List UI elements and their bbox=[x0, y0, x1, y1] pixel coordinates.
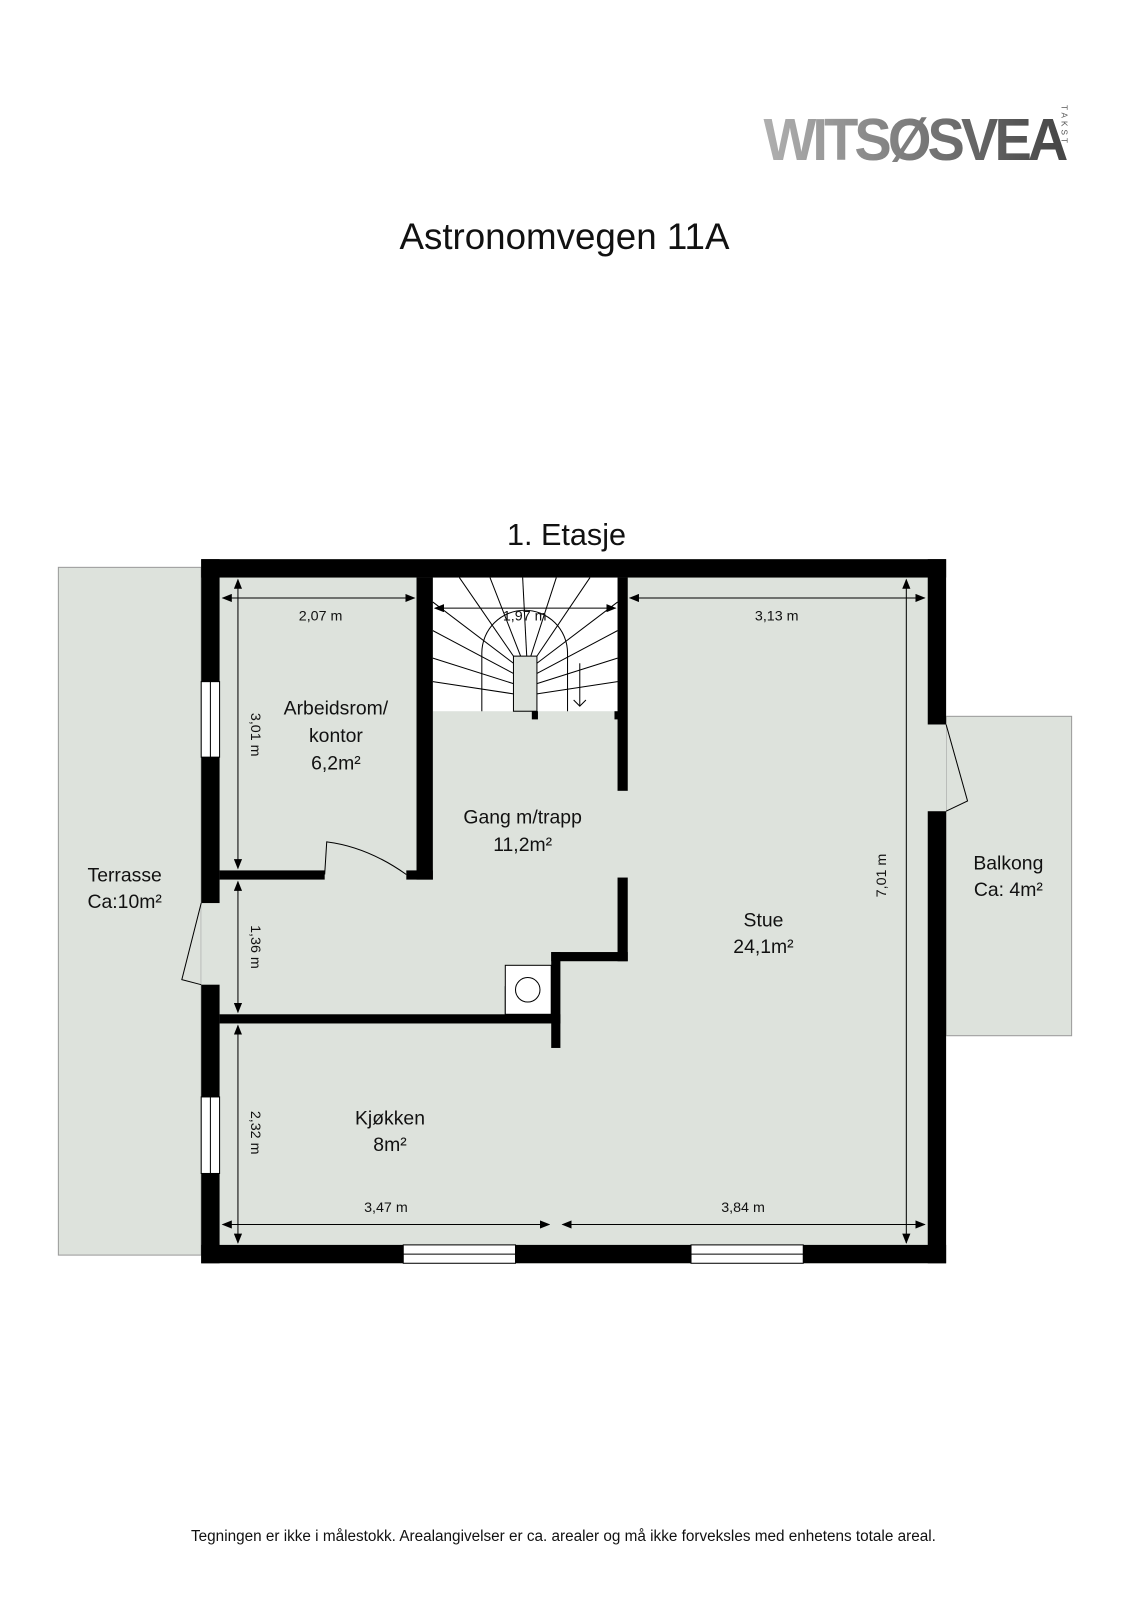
kitchen-label: Kjøkken bbox=[355, 1107, 425, 1129]
office-area: 6,2m² bbox=[311, 752, 361, 774]
hall-area: 11,2m² bbox=[493, 834, 552, 856]
staircase bbox=[432, 577, 618, 712]
dim-total-depth: 7,01 m bbox=[874, 854, 890, 898]
living-area: 24,1m² bbox=[733, 936, 794, 958]
walls bbox=[201, 559, 947, 1264]
disclaimer: Tegningen er ikke i målestokk. Arealangi… bbox=[191, 1528, 936, 1545]
company-logo: WITSØSVEA TAKST bbox=[763, 105, 1071, 173]
svg-text:WITSØSVEA: WITSØSVEA bbox=[763, 106, 1067, 173]
terrace-area: Ca:10m² bbox=[88, 891, 163, 913]
hall-label: Gang m/trapp bbox=[463, 806, 581, 828]
windows bbox=[200, 681, 804, 1264]
terrace-label: Terrasse bbox=[88, 865, 162, 887]
doors bbox=[181, 724, 969, 986]
kitchen-area: 8m² bbox=[373, 1134, 407, 1156]
dim-stair-width: 1,97 m bbox=[503, 608, 547, 624]
balcony-label: Balkong bbox=[973, 852, 1043, 874]
dim-office-depth: 3,01 m bbox=[247, 713, 263, 757]
svg-text:TAKST: TAKST bbox=[1059, 105, 1068, 146]
dim-living-bottom-width: 3,84 m bbox=[721, 1200, 765, 1216]
dim-office-width: 2,07 m bbox=[299, 608, 343, 624]
living-label: Stue bbox=[744, 910, 784, 932]
terrace bbox=[57, 566, 202, 1256]
dim-kitchen-depth: 2,32 m bbox=[247, 1111, 263, 1155]
office-label-2: kontor bbox=[309, 725, 363, 747]
balcony bbox=[945, 715, 1073, 1037]
dim-kitchen-width: 3,47 m bbox=[364, 1200, 408, 1216]
dim-living-width: 3,13 m bbox=[755, 608, 799, 624]
office-label: Arbeidsrom/ bbox=[284, 697, 389, 719]
page-title: Astronomvegen 11A bbox=[399, 216, 729, 257]
balcony-area: Ca: 4m² bbox=[974, 879, 1043, 901]
fireplace-icon bbox=[504, 964, 552, 1015]
dimension-lines bbox=[221, 578, 926, 1244]
dim-hall-depth: 1,36 m bbox=[247, 925, 263, 969]
floor-title: 1. Etasje bbox=[507, 518, 626, 552]
